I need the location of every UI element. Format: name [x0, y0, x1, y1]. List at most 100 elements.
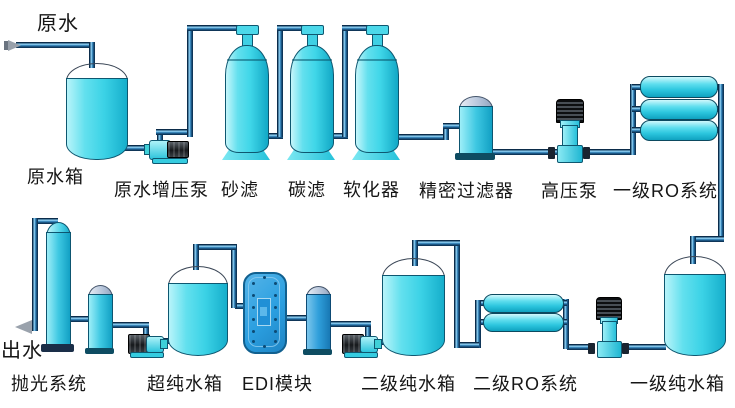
pipe-to-softener-top — [342, 25, 373, 31]
pipe-into-tank1 — [690, 236, 696, 264]
label-edi-module: EDI模块 — [242, 374, 314, 394]
label-high-pressure-pump: 高压泵 — [541, 181, 598, 201]
polisher-feed-pump-nozzle — [160, 339, 168, 349]
edi-module-core — [257, 298, 271, 326]
precision-filter-body — [459, 106, 493, 157]
pipe-softener-outlet — [392, 134, 449, 140]
ro1-membrane — [640, 120, 718, 141]
sand-filter-cap-bar — [236, 25, 259, 35]
high-pressure-pump-flange — [583, 147, 590, 159]
label-polishing-system: 抛光系统 — [11, 374, 87, 394]
pipe-pump3-discharge-v — [143, 322, 149, 337]
pipe-riser-sand-filter — [187, 25, 193, 137]
pipe-into-tank2 — [412, 240, 418, 266]
edi-column-body — [306, 294, 331, 353]
outlet-flow-arrow-icon — [15, 320, 32, 334]
inlet-arrow-tail — [4, 41, 8, 50]
pipe-riser-softener — [342, 25, 348, 137]
stage2-pump-body — [597, 341, 622, 358]
stage2-pump-flange — [588, 343, 595, 354]
pipe-booster-discharge-h — [156, 129, 193, 135]
pipe-pump-to-ro2 — [567, 344, 590, 350]
pipe-polisher-top-out — [34, 218, 58, 224]
pipe-to-precision-filter — [443, 123, 463, 129]
label-sand-filter: 砂滤 — [221, 180, 259, 200]
pipe-to-carbon-filter-top — [277, 25, 308, 31]
carbon-filter-vessel — [290, 45, 334, 153]
pipe-into-raw-tank — [89, 42, 95, 68]
pipe-precision-filter-outlet — [487, 149, 558, 155]
ultrapure-tank — [168, 283, 228, 356]
softener-vessel — [355, 45, 399, 153]
pipe-booster-discharge-v — [157, 131, 163, 143]
polisher-tall-column — [46, 232, 71, 348]
edi-feed-pump-nozzle — [374, 339, 382, 349]
high-pressure-pump-body — [557, 145, 583, 163]
ro2-membrane — [483, 313, 564, 332]
pipe-pump2-discharge-v — [365, 321, 371, 337]
label-ro-stage1: 一级RO系统 — [613, 181, 718, 201]
pipe-raw-tank-outlet — [124, 145, 154, 151]
high-pressure-pump-motor — [556, 99, 584, 123]
pipe-ro1-left-header — [630, 84, 636, 155]
pipe-precision-filter-elbow — [443, 123, 449, 140]
polisher-small-column-base — [85, 348, 114, 354]
pure-water-tank1 — [664, 274, 726, 356]
pipe-ro2-left-header — [475, 300, 481, 348]
pipe-raw-water-inlet — [16, 42, 92, 48]
pipe-ro1-stub — [632, 106, 642, 112]
carbon-filter-cap-bar — [301, 25, 324, 35]
label-raw-water: 原水 — [37, 13, 79, 35]
high-pressure-pump-flange — [548, 147, 555, 159]
raw-water-tank — [66, 78, 128, 160]
pipe-riser-carbon-filter — [277, 25, 283, 137]
edi-module-frame — [248, 277, 280, 347]
booster-pump-motor — [167, 141, 189, 158]
inlet-flow-arrow-icon — [8, 40, 21, 51]
pipe-ro1-stub — [632, 84, 642, 90]
edi-feed-pump-base — [344, 352, 378, 358]
polisher-small-column — [88, 294, 113, 352]
label-ultrapure-tank: 超纯水箱 — [147, 374, 223, 394]
pipe-ro1-to-tank1 — [693, 236, 724, 242]
edi-module-bolts — [252, 282, 255, 285]
pipe-outlet-drop — [32, 218, 38, 331]
pipe-edi-outlet — [235, 303, 245, 309]
ro1-membrane — [640, 99, 718, 120]
pipe-to-sand-filter-top — [187, 25, 242, 31]
ro1-membrane — [640, 76, 718, 98]
pipe-edi-riser — [231, 244, 237, 308]
polisher-feed-pump-base — [130, 352, 164, 358]
pipe-column-to-edi — [281, 315, 308, 321]
label-pure-tank-stage1: 一级纯水箱 — [630, 374, 725, 394]
label-softener: 软化器 — [343, 180, 400, 200]
label-pure-tank-stage2: 二级纯水箱 — [361, 374, 456, 394]
edi-column-base — [303, 349, 332, 355]
polisher-tall-column-base — [41, 344, 74, 352]
pipe-ro1-right-header — [718, 84, 724, 242]
pipe-edi-to-tank3 — [195, 244, 236, 250]
label-precision-filter: 精密过滤器 — [419, 181, 514, 201]
pipe-polisher-link — [66, 316, 90, 322]
softener-cap-bar — [366, 25, 389, 35]
pipe-carbon-filter-outlet — [327, 133, 348, 139]
pipe-ro1-stub — [632, 127, 642, 133]
pure-water-tank2 — [382, 275, 445, 356]
booster-pump-base — [152, 158, 188, 164]
sand-filter-vessel — [225, 45, 269, 153]
label-carbon-filter: 碳滤 — [288, 180, 326, 200]
label-ro-stage2: 二级RO系统 — [473, 374, 578, 394]
precision-filter-base — [455, 153, 495, 160]
pipe-hp-pump-outlet — [578, 149, 636, 155]
pipe-pump2-discharge-h — [327, 321, 371, 327]
label-booster-pump: 原水增压泵 — [114, 180, 209, 200]
ro2-membrane — [483, 294, 564, 313]
label-raw-water-tank: 原水箱 — [27, 167, 84, 187]
pipe-pump3-discharge-h — [112, 322, 149, 328]
pipe-ro2-riser — [454, 240, 460, 348]
pipe-into-tank3 — [193, 244, 199, 270]
pipe-ro2-bottom-left — [457, 342, 479, 348]
pipe-ro2-to-tank2 — [413, 240, 460, 246]
pipe-sand-filter-outlet — [262, 133, 283, 139]
